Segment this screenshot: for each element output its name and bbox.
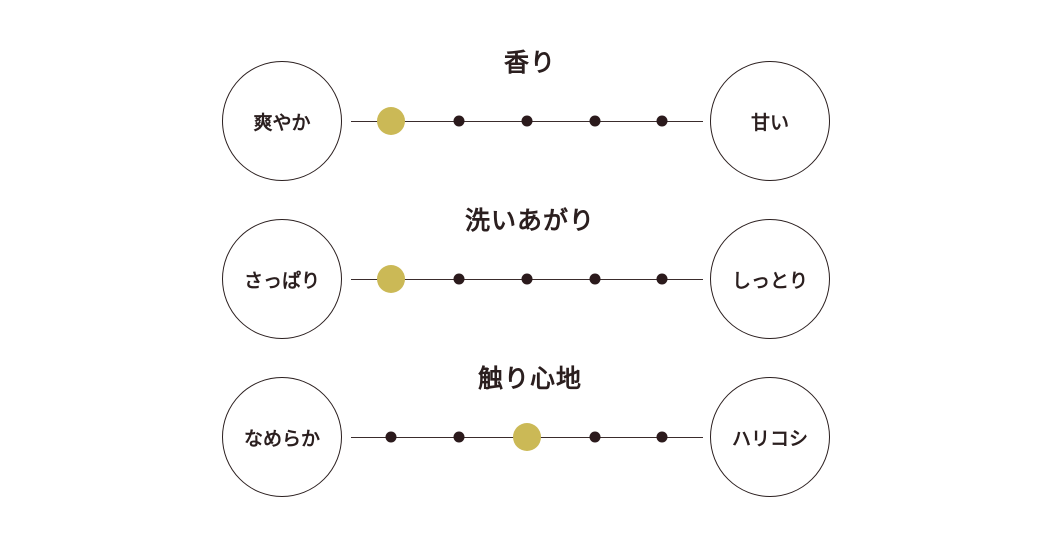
scale-title: 触り心地 <box>477 364 582 393</box>
scale-point <box>589 115 601 127</box>
scale-point <box>453 273 465 285</box>
scale-left-label: なめらか <box>222 377 342 497</box>
selected-scale-point <box>377 265 405 293</box>
scale-right-label: ハリコシ <box>710 377 830 497</box>
scale-left-label: さっぱり <box>222 219 342 339</box>
scale-point <box>656 115 668 127</box>
scale-point <box>656 431 668 443</box>
scale-point <box>385 431 397 443</box>
scale-point <box>521 115 533 127</box>
scale-title: 洗いあがり <box>464 206 595 235</box>
scale-point <box>521 273 533 285</box>
scale-point <box>589 431 601 443</box>
scale-right-label: 甘い <box>710 61 830 181</box>
scale-left-label: 爽やか <box>222 61 342 181</box>
scale-title: 香り <box>503 48 556 77</box>
scale-point <box>656 273 668 285</box>
selected-scale-point <box>377 107 405 135</box>
scale-right-label: しっとり <box>710 219 830 339</box>
selected-scale-point <box>513 423 541 451</box>
scale-point <box>453 431 465 443</box>
scale-point <box>589 273 601 285</box>
scale-point <box>453 115 465 127</box>
